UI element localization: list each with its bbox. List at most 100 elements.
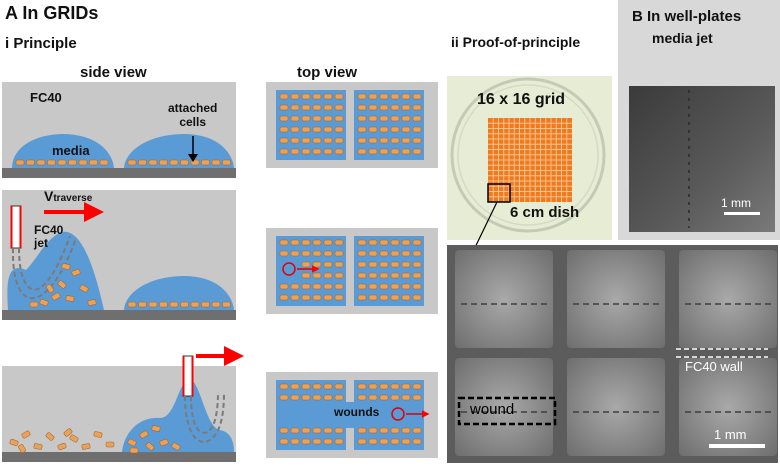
cell: [301, 126, 311, 133]
cell: [190, 301, 200, 308]
cell: [368, 294, 378, 301]
grid-well: [567, 358, 665, 456]
side-view-panel-1: [2, 82, 236, 178]
cell: [148, 301, 158, 308]
side-view-panel-2: [2, 190, 236, 320]
cell: [290, 137, 300, 144]
cell: [334, 148, 344, 155]
cell: [412, 272, 422, 279]
cell: [323, 148, 333, 155]
cell: [390, 261, 400, 268]
cell: [401, 394, 411, 401]
cell: [412, 93, 422, 100]
cell: [379, 383, 389, 390]
cell: [390, 126, 400, 133]
cell: [401, 137, 411, 144]
cell: [301, 438, 311, 445]
wounds-label: wounds: [334, 405, 380, 419]
cell: [357, 383, 367, 390]
cell: [323, 261, 333, 268]
cell: [290, 438, 300, 445]
cell: [301, 261, 311, 268]
cell: [323, 294, 333, 301]
cell: [279, 115, 289, 122]
cell: [127, 438, 137, 447]
cell: [151, 425, 161, 432]
cell: [368, 283, 378, 290]
cell: [279, 93, 289, 100]
cell: [401, 383, 411, 390]
cell: [312, 427, 322, 434]
cell: [368, 438, 378, 445]
dish-photo: [447, 76, 612, 270]
cell: [79, 284, 89, 293]
cell: [357, 126, 367, 133]
scale-bar-b: [724, 212, 760, 215]
cell: [301, 272, 311, 279]
cell: [412, 115, 422, 122]
cell: [368, 383, 378, 390]
cell: [334, 272, 344, 279]
cell: [379, 93, 389, 100]
cell: [279, 148, 289, 155]
cell: [401, 239, 411, 246]
cell: [357, 93, 367, 100]
wound-marker-1: [282, 262, 296, 276]
cell: [279, 250, 289, 257]
cell: [401, 272, 411, 279]
cell: [312, 115, 322, 122]
cell: [57, 159, 67, 166]
attached-cells-label: attached cells: [168, 101, 218, 129]
cell: [412, 104, 422, 111]
dish-label: 6 cm dish: [510, 204, 580, 221]
cell: [301, 383, 311, 390]
cell: [93, 431, 103, 438]
cell: [334, 261, 344, 268]
cell: [201, 159, 210, 166]
cell: [159, 159, 168, 166]
cell: [290, 294, 300, 301]
cell: [211, 301, 221, 308]
cell: [379, 438, 389, 445]
cell: [148, 159, 158, 166]
cell: [69, 434, 79, 443]
cell: [33, 443, 43, 450]
cell: [29, 301, 39, 308]
cell: [412, 137, 422, 144]
cell: [312, 239, 322, 246]
cell: [357, 239, 367, 246]
media-label: media: [52, 143, 90, 158]
cell: [312, 383, 322, 390]
cell: [357, 438, 367, 445]
cell: [180, 159, 189, 166]
cell: [279, 126, 289, 133]
cell: [379, 104, 389, 111]
cell: [401, 148, 411, 155]
cell: [334, 250, 344, 257]
cell: [390, 93, 400, 100]
cell: [301, 283, 311, 290]
cell: [45, 432, 55, 441]
cell: [312, 126, 322, 133]
cell: [401, 250, 411, 257]
cell: [63, 428, 73, 437]
cell: [334, 294, 344, 301]
cell: [379, 394, 389, 401]
cell: [323, 383, 333, 390]
side-view-label: side view: [80, 64, 147, 81]
cell: [379, 427, 389, 434]
cell: [379, 272, 389, 279]
scattered-cells: [9, 425, 181, 454]
grid-well: [679, 358, 777, 456]
cell: [222, 301, 231, 308]
cell: [334, 126, 344, 133]
cell: [357, 148, 367, 155]
cell: [379, 250, 389, 257]
cell: [71, 268, 81, 277]
cell: [390, 383, 400, 390]
cell: [390, 104, 400, 111]
cell: [334, 427, 344, 434]
grid-label: 16 x 16 grid: [477, 91, 566, 108]
cell: [368, 104, 378, 111]
